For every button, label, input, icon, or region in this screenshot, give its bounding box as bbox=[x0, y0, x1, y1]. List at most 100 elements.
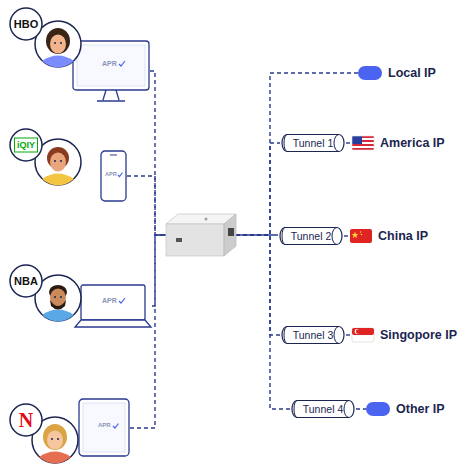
monitor-stand bbox=[97, 90, 125, 101]
app-label: APR bbox=[102, 297, 117, 304]
singapore-flag bbox=[352, 328, 374, 342]
avatar-shirt bbox=[42, 174, 74, 186]
logo-badge bbox=[10, 404, 42, 436]
flag-crescent-cut bbox=[356, 329, 360, 333]
avatar-eye bbox=[54, 160, 56, 162]
flag-field bbox=[350, 229, 372, 243]
dashed-connector bbox=[344, 235, 350, 236]
ip-endpoint: Local IP bbox=[358, 64, 458, 82]
monitor-device: APR bbox=[72, 40, 150, 102]
tunnel-rim bbox=[334, 327, 339, 344]
country-ip: Singopore IP bbox=[352, 325, 472, 345]
tunnel-rim bbox=[294, 401, 297, 418]
country-ip: America IP bbox=[352, 133, 467, 153]
ip-label: Other IP bbox=[396, 400, 445, 418]
flag-stripe bbox=[352, 144, 374, 146]
avatar-shirt bbox=[42, 310, 74, 322]
flag-stripe bbox=[352, 146, 374, 148]
ip-label: Singopore IP bbox=[380, 325, 457, 345]
country-ip: China IP bbox=[350, 226, 465, 246]
laptop-device: APR bbox=[74, 284, 152, 328]
tunnel-rim bbox=[332, 228, 337, 245]
logo-ring bbox=[10, 265, 42, 297]
tunnel-rim bbox=[282, 228, 285, 245]
dashed-connector bbox=[236, 143, 280, 235]
ip-label: China IP bbox=[378, 226, 428, 246]
ip-pill bbox=[366, 402, 390, 416]
dashed-connector bbox=[236, 73, 358, 235]
flag-stripe bbox=[352, 148, 374, 150]
avatar-face bbox=[50, 153, 66, 172]
tunnel-pipe: Tunnel 1 bbox=[280, 134, 346, 152]
logo-badge bbox=[10, 8, 42, 40]
logo-ring bbox=[10, 404, 42, 436]
dashed-connector bbox=[130, 235, 166, 428]
dashed-connector bbox=[236, 235, 290, 409]
avatar-beard bbox=[50, 300, 66, 310]
screen-panel bbox=[77, 45, 145, 86]
tablet-device: APR bbox=[78, 398, 130, 458]
flag-small-star bbox=[361, 234, 363, 236]
flag-star bbox=[352, 232, 359, 239]
tunnel-label: Tunnel 3 bbox=[280, 326, 346, 344]
dashed-connector bbox=[127, 176, 166, 235]
logo-badge bbox=[10, 129, 42, 161]
dashed-connector bbox=[150, 71, 166, 235]
ip-endpoint: Other IP bbox=[366, 400, 466, 418]
phone-frame bbox=[101, 151, 126, 201]
dashed-connector bbox=[356, 408, 366, 409]
tunnel-rim bbox=[284, 135, 287, 152]
avatar-shirt bbox=[42, 56, 74, 68]
avatar-hair bbox=[46, 28, 70, 54]
brand-logo: HBO bbox=[14, 19, 38, 30]
tunnel-rim bbox=[334, 135, 339, 152]
dashed-connector bbox=[346, 334, 352, 335]
tunnel-pipe: Tunnel 2 bbox=[278, 227, 344, 245]
router-led bbox=[205, 218, 208, 221]
monitor-device-shape bbox=[72, 40, 150, 102]
dashed-connector bbox=[346, 142, 352, 143]
tunnel-rim bbox=[344, 401, 349, 418]
avatar-face bbox=[50, 35, 66, 54]
router-side bbox=[224, 214, 236, 256]
avatar-hair bbox=[43, 424, 67, 450]
app-label: APR bbox=[98, 422, 111, 428]
avatar-eye bbox=[60, 296, 62, 298]
ip-pill bbox=[358, 66, 382, 80]
laptop-screen bbox=[81, 285, 145, 320]
lan-port bbox=[228, 228, 234, 236]
tunnel-label: Tunnel 4 bbox=[290, 400, 356, 418]
ip-label: Local IP bbox=[388, 64, 436, 82]
avatar-eye bbox=[54, 296, 56, 298]
brand-logo: NBA bbox=[14, 276, 38, 287]
check-mark bbox=[113, 424, 119, 429]
avatar-face bbox=[47, 431, 63, 450]
check-mark bbox=[119, 298, 125, 303]
tablet-frame bbox=[79, 399, 129, 456]
logo-ring bbox=[10, 8, 42, 40]
flag-bottom bbox=[352, 328, 374, 342]
app-label: APR bbox=[105, 172, 117, 178]
dashed-connector bbox=[236, 235, 280, 335]
avatar-eye bbox=[60, 160, 62, 162]
check-mark bbox=[119, 61, 125, 66]
flag-canton bbox=[352, 136, 362, 144]
tablet-device-shape bbox=[78, 398, 130, 458]
brand-logo: iQIY bbox=[14, 138, 38, 153]
brand-logo: N bbox=[19, 410, 33, 430]
laptop-device-shape bbox=[74, 284, 152, 328]
tunnel-label: Tunnel 1 bbox=[280, 134, 346, 152]
flag-top bbox=[352, 328, 374, 335]
phone-device: APR bbox=[100, 150, 127, 202]
avatar-eye bbox=[57, 438, 59, 440]
phone-speaker bbox=[110, 155, 117, 156]
flag-crescent bbox=[355, 329, 360, 334]
us-flag bbox=[352, 136, 374, 150]
ip-label: America IP bbox=[380, 133, 445, 153]
avatar-shirt bbox=[39, 452, 71, 464]
flag-small-star bbox=[360, 231, 362, 233]
